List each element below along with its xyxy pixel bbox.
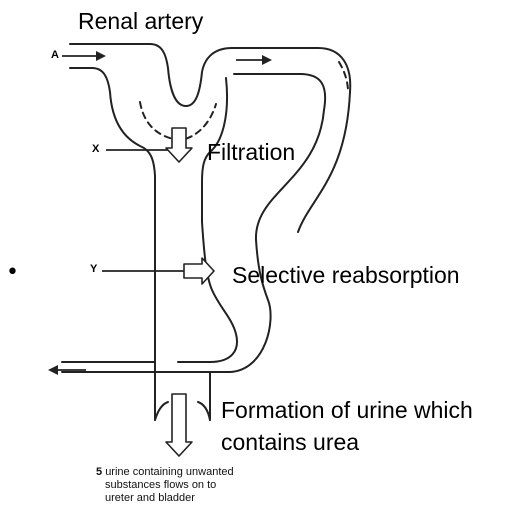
caption-line1: 5 urine containing unwanted: [96, 466, 234, 479]
outflow-arrow-head: [48, 365, 58, 375]
marker-a: A: [51, 50, 59, 61]
efferent-arrow-head: [262, 55, 272, 65]
afferent-arteriole-bottom: [70, 68, 110, 92]
marker-x: X: [92, 144, 99, 155]
capillary-outer: [88, 240, 271, 372]
urine-block-arrow: [166, 394, 192, 456]
formation-label-line2: contains urea: [221, 431, 359, 454]
marker-y: Y: [90, 264, 97, 275]
caption-line3: ureter and bladder: [105, 492, 195, 505]
duct-curve: [155, 402, 168, 420]
tubule-right: [178, 222, 237, 362]
filtration-label: Filtration: [207, 141, 295, 164]
selective-reabsorption-label: Selective reabsorption: [232, 264, 460, 287]
glomerulus: [168, 48, 232, 106]
caption-line2: substances flows on to: [105, 479, 216, 492]
caption-number: 5: [96, 466, 102, 478]
caption-text-line1: urine containing unwanted: [105, 466, 233, 478]
arrow-a-head: [96, 51, 106, 61]
bullet-icon: •: [6, 262, 19, 284]
filtration-block-arrow: [166, 128, 192, 162]
renal-artery-label: Renal artery: [78, 10, 203, 33]
formation-label-line1: Formation of urine which: [221, 399, 473, 422]
duct-curve-right: [198, 402, 210, 420]
bowmans-capsule-left: [110, 92, 155, 380]
